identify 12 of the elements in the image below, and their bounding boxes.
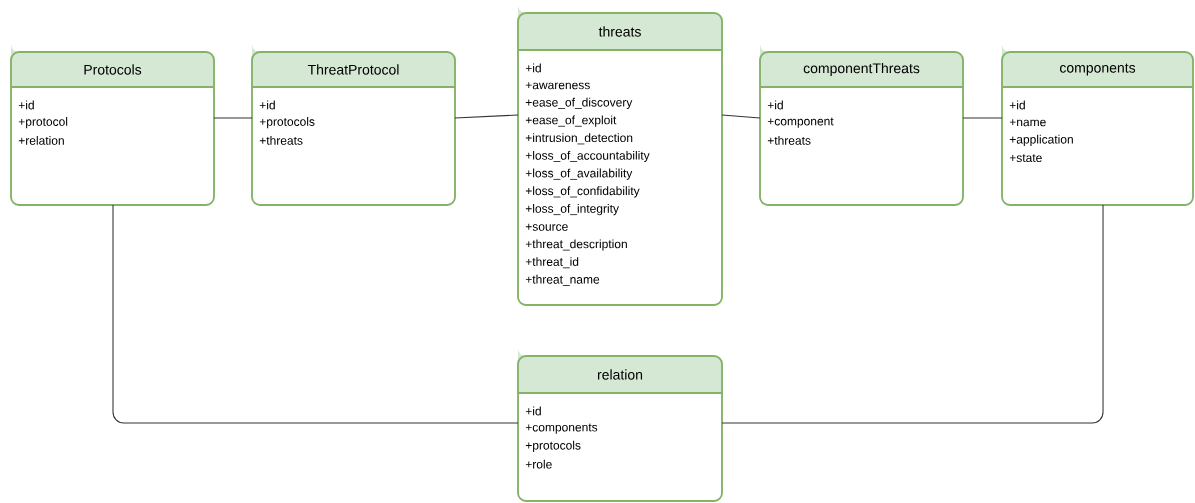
connector-line xyxy=(213,117,253,119)
entity-table: componentThreats +id +component +threats xyxy=(759,44,964,206)
entity-table: components +id +name +application +state xyxy=(1001,44,1194,206)
entity-table: threats +id +awareness +ease_of_discovery +ease_of_exploit +intrusion_detection +loss_of_accountability +loss_of_availability +loss_of_confidability +loss_of_integrity +source +threat_description +threat_id +threat_name xyxy=(517,5,723,306)
connector-line xyxy=(962,117,1003,119)
connector-line xyxy=(721,204,1104,424)
entity-table: Protocols +id +protocol +relation xyxy=(10,44,215,206)
connector-line xyxy=(454,114,519,119)
entity-table: relation +id +components +protocols +role xyxy=(517,348,723,502)
connector-line xyxy=(112,204,519,424)
entity-table: ThreatProtocol +id +protocols +threats xyxy=(251,44,456,206)
connector-line xyxy=(721,114,761,119)
